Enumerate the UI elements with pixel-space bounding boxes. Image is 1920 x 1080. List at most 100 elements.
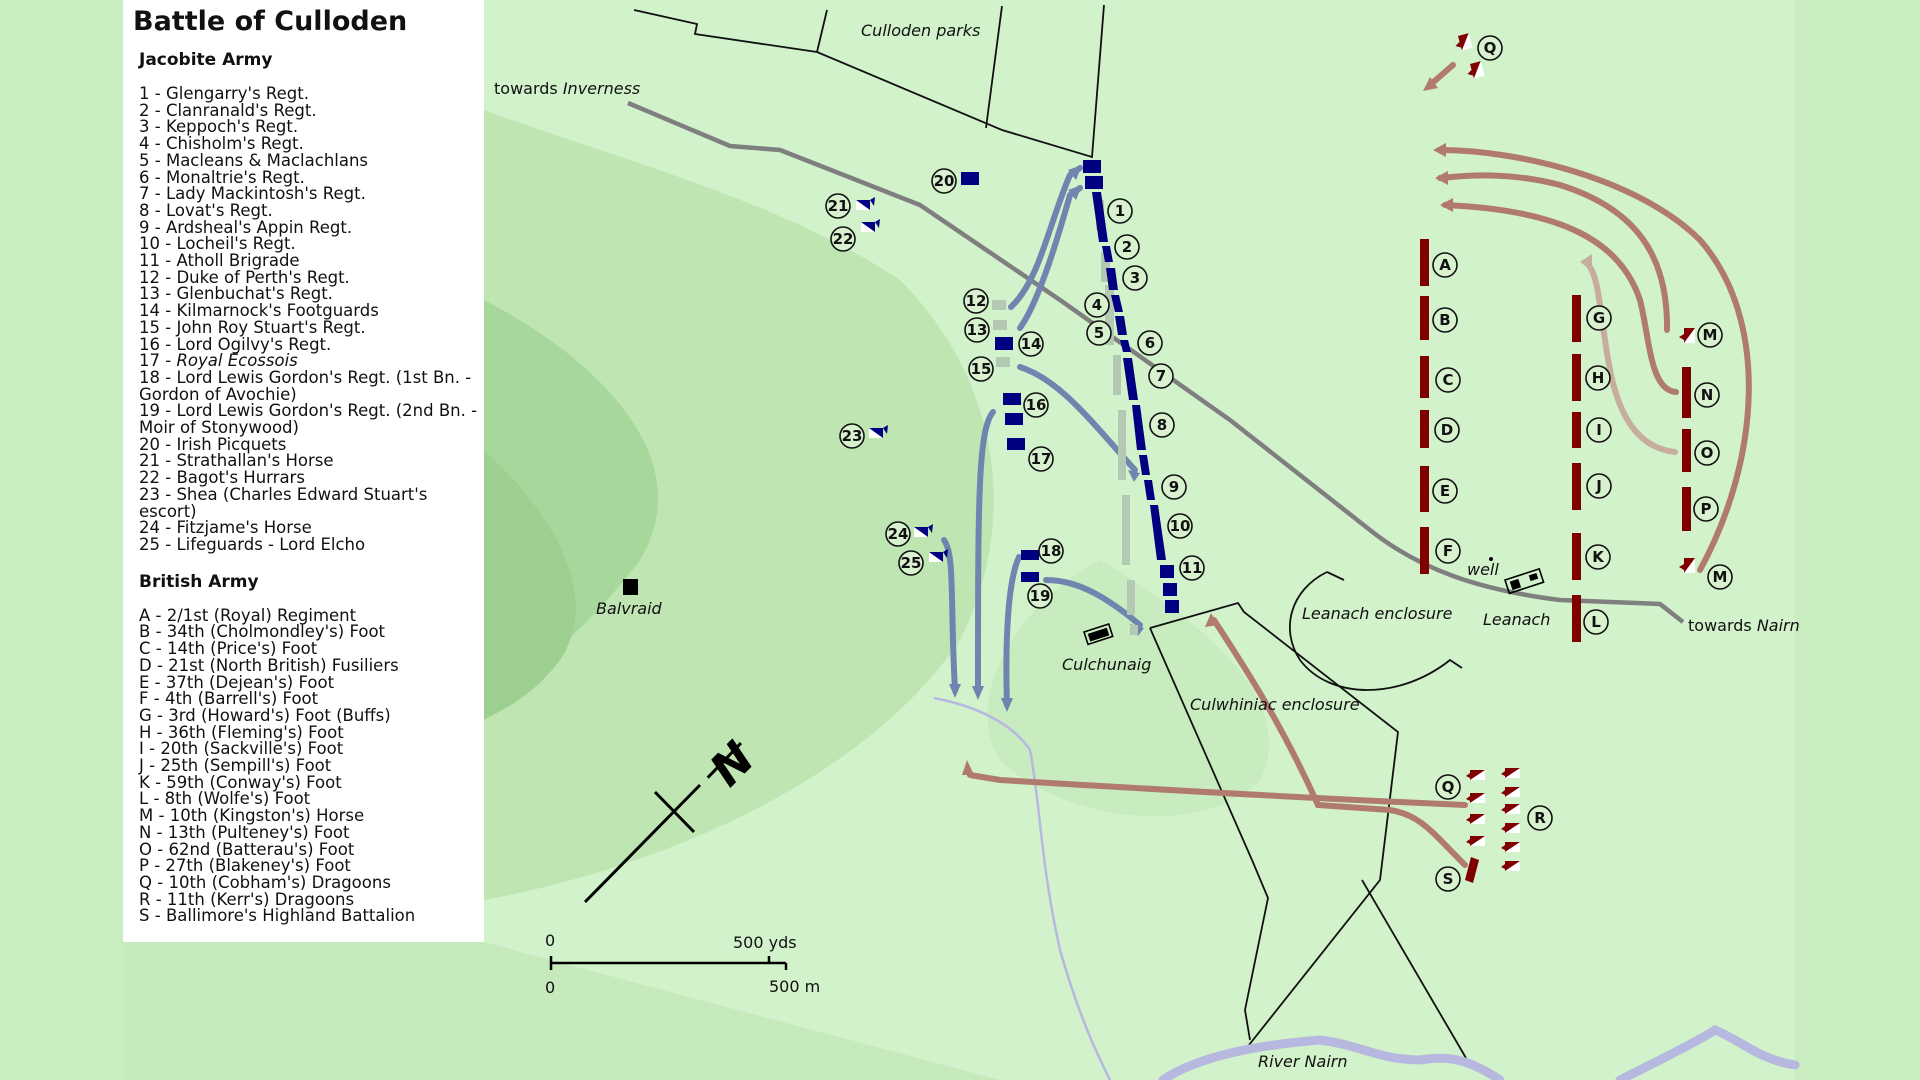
svg-text:K: K [1592,548,1605,566]
marker-P: P [1693,496,1719,522]
legend-item-name: Lord Lewis Gordon's Regt. (2nd Bn. - Moi… [139,401,483,438]
marker-R: R [1527,805,1553,831]
svg-text:500 yds: 500 yds [733,933,797,952]
svg-text:R: R [1534,809,1546,827]
british-retreat-arrow [1582,259,1678,455]
legend-item-I: I - 20th (Sackville's) Foot [139,739,344,759]
legend-item-9: 9 - Ardsheal's Appin Regt. [139,217,353,237]
legend-item-12: 12 - Duke of Perth's Regt. [139,267,350,287]
legend-item-name: 34th (Cholmondley's) Foot [166,622,386,642]
legend-item-key: D [139,655,152,675]
legend-item-key: 6 [139,167,150,187]
legend-item-11: 11 - Atholl Brigrade [139,251,300,271]
marker-15: 15 [968,356,994,382]
legend-item-B: B - 34th (Cholmondley's) Foot [139,622,386,642]
svg-text:M: M [1713,568,1728,586]
jacobite-cavalry-flags [856,197,948,562]
legend-item-name: Duke of Perth's Regt. [176,267,350,287]
legend-item-G: G - 3rd (Howard's) Foot (Buffs) [139,705,391,725]
legend-item-name: Shea (Charles Edward Stuart's escort) [139,484,433,521]
legend-item-14: 14 - Kilmarnock's Footguards [139,301,379,321]
legend-item-name: 62nd (Batterau's) Foot [168,839,355,859]
marker-2: 2 [1114,234,1140,260]
marker-F: F [1435,538,1461,564]
legend-item-name: Royal Ecossois [176,351,298,371]
legend-item-key: 23 [139,484,160,504]
marker-25: 25 [898,550,924,576]
marker-H: H [1585,365,1611,391]
buildings [623,557,1545,646]
svg-text:500 m: 500 m [769,977,820,996]
legend-item-key: R [139,889,151,909]
svg-text:19: 19 [1030,587,1051,605]
legend-item-10: 10 - Locheil's Regt. [139,234,296,254]
svg-text:1: 1 [1115,202,1125,220]
label-balvraid: Balvraid [596,599,663,618]
legend-item-name: Lord Lewis Gordon's Regt. (1st Bn. - Gor… [139,367,477,404]
svg-text:0: 0 [545,931,555,950]
legend-item-5: 5 - Macleans & Maclachlans [139,150,369,170]
legend-item-name: Lovat's Regt. [165,200,273,220]
legend-item-name: Lady Mackintosh's Regt. [165,184,366,204]
legend-item-key: B [139,622,151,642]
marker-I: I [1586,417,1612,443]
svg-text:5: 5 [1094,324,1104,342]
svg-text:4: 4 [1092,296,1102,314]
legend-item-key: 22 [139,468,160,488]
legend-item-K: K - 59th (Conway's) Foot [139,772,342,792]
legend-item-key: 8 [139,200,150,220]
river-nairn [1158,1024,1800,1080]
legend-item-key: 20 [139,434,160,454]
legend-item-name: Atholl Brigrade [176,251,300,271]
svg-text:18: 18 [1041,542,1062,560]
marker-4: 4 [1084,292,1110,318]
marker-S: S [1435,866,1461,892]
jacobite-army-heading: Jacobite Army [139,50,273,70]
legend-item-C: C - 14th (Price's) Foot [139,639,318,659]
svg-text:E: E [1440,482,1450,500]
marker-Q-south: Q [1435,774,1461,800]
legend-item-name: 11th (Kerr's) Dragoons [166,889,355,909]
svg-text:D: D [1441,421,1453,439]
svg-text:S: S [1443,870,1454,888]
legend-item-key: 17 [139,351,160,371]
stream [933,696,1112,1080]
legend-item-key: I [139,739,144,759]
legend-item-key: 21 [139,451,160,471]
legend-item-name: 8th (Wolfe's) Foot [164,789,311,809]
svg-text:Q: Q [1484,39,1497,57]
marker-1: 1 [1107,198,1133,224]
legend-item-22: 22 - Bagot's Hurrars [139,468,305,488]
legend-item-key: 4 [139,134,150,154]
british-arrowheads [962,77,1453,775]
svg-text:22: 22 [833,230,854,248]
legend-item-key: G [139,705,152,725]
legend-item-name: 37th (Dejean's) Foot [165,672,335,692]
legend-item-A: A - 2/1st (Royal) Regiment [139,605,357,625]
legend-item-name: Irish Picquets [176,434,287,454]
legend-item-key: 15 [139,317,160,337]
legend-item-name: Strathallan's Horse [176,451,334,471]
legend-item-name: 3rd (Howard's) Foot (Buffs) [168,705,391,725]
svg-text:P: P [1701,500,1712,518]
marker-16: 16 [1023,392,1049,418]
label-towards-inverness: towards Inverness [494,79,640,98]
culchunaig-building-icon [1082,622,1114,646]
legend-item-R: R - 11th (Kerr's) Dragoons [139,889,355,909]
legend-item-S: S - Ballimore's Highland Battalion [139,906,416,926]
legend-item-20: 20 - Irish Picquets [139,434,287,454]
legend-item-key: 3 [139,117,150,137]
marker-24: 24 [885,521,911,547]
svg-text:8: 8 [1157,416,1167,434]
svg-text:20: 20 [934,172,955,190]
legend-item-name: 10th (Cobham's) Dragoons [168,872,391,892]
marker-12: 12 [963,288,989,314]
legend-item-key: 25 [139,534,160,554]
marker-22: 22 [830,226,856,252]
svg-text:6: 6 [1145,334,1155,352]
label-culloden-parks: Culloden parks [861,21,980,40]
legend-item-name: Glengarry's Regt. [165,84,309,103]
marker-9: 9 [1161,474,1187,500]
legend-item-E: E - 37th (Dejean's) Foot [139,672,335,692]
svg-text:2: 2 [1122,238,1132,256]
